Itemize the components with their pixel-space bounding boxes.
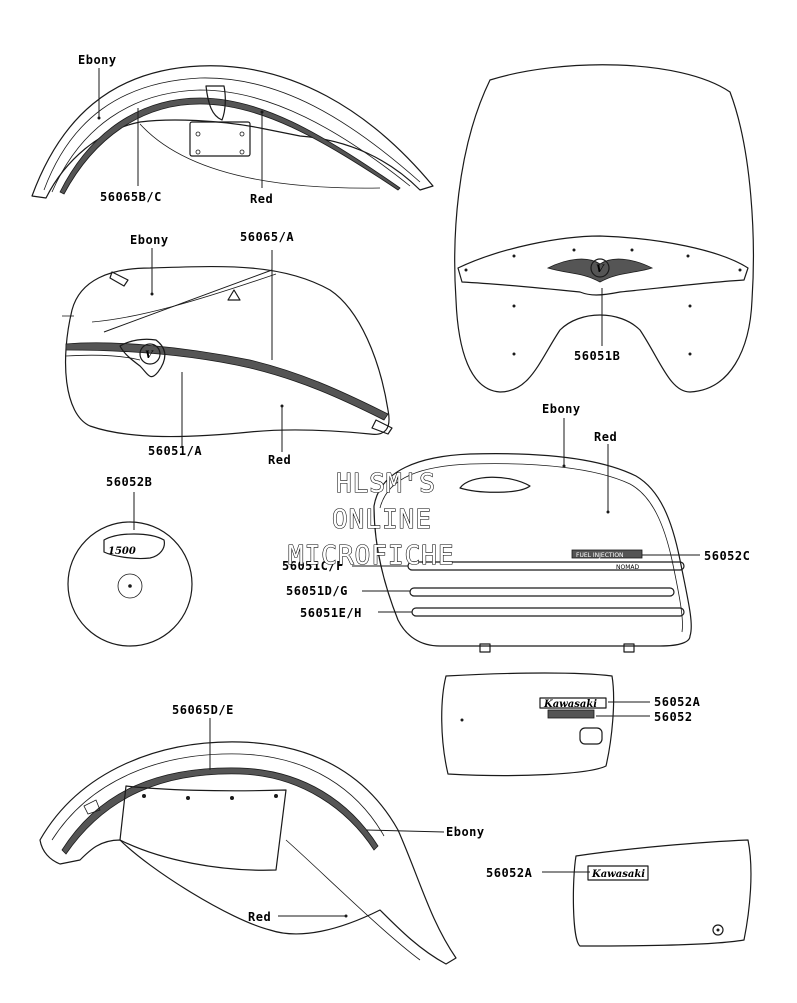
saddlebag-emblem: FUEL INJECTION (576, 552, 624, 559)
watermark: HLSM'S ONLINE MICROFICHE (287, 468, 455, 571)
label-tank-stripe: 56065/A (240, 230, 294, 244)
label-rear-fender-color: Ebony (446, 825, 485, 839)
label-rear-fender-base: Red (248, 910, 271, 924)
air-cleaner-number: 1500 (108, 546, 136, 557)
watermark-line-2: ONLINE (332, 505, 432, 535)
label-saddlebag-base: Red (594, 430, 617, 444)
label-saddlebag-stripe-3: 56051E/H (300, 606, 362, 620)
saddlebag-sub: NOMAD (616, 564, 639, 571)
label-windshield-emblem: 56051B (574, 349, 620, 363)
label-tank-base: Red (268, 453, 291, 467)
kawasaki-emblem-1: Kawasaki (543, 699, 597, 710)
front-fender (31, 65, 434, 199)
label-rear-fender-stripe: 56065D/E (172, 703, 234, 717)
label-saddlebag-color: Ebony (542, 402, 581, 416)
svg-text:V: V (145, 350, 154, 361)
windshield: V (454, 64, 754, 393)
label-front-fender-stripe: 56065B/C (100, 190, 162, 204)
label-air-cleaner-badge: 56052B (106, 475, 152, 489)
rear-fender (39, 741, 457, 965)
label-side-cover-left-badge: 56052A (486, 866, 533, 880)
watermark-line-3: MICROFICHE (288, 541, 455, 571)
saddlebag: FUEL INJECTION NOMAD (373, 453, 692, 653)
label-front-fender-color: Ebony (78, 53, 117, 67)
air-cleaner-cover: 1500 (67, 521, 193, 647)
fuel-tank: V (62, 265, 393, 438)
label-side-cover-badge-1: 56052A (654, 695, 701, 709)
svg-text:V: V (596, 264, 605, 275)
watermark-line-1: HLSM'S (336, 469, 436, 499)
label-tank-emblem: 56051/A (148, 444, 202, 458)
side-cover-left: Kawasaki (572, 839, 752, 947)
label-front-fender-base: Red (250, 192, 273, 206)
label-saddlebag-badge: 56052C (704, 549, 750, 563)
kawasaki-emblem-2: Kawasaki (591, 869, 645, 880)
label-tank-color: Ebony (130, 233, 169, 247)
side-cover-right: Kawasaki (441, 672, 615, 777)
label-saddlebag-stripe-2: 56051D/G (286, 584, 348, 598)
label-side-cover-badge-2: 56052 (654, 710, 693, 724)
label-saddlebag-stripe-1: 56051C/F (282, 559, 344, 573)
